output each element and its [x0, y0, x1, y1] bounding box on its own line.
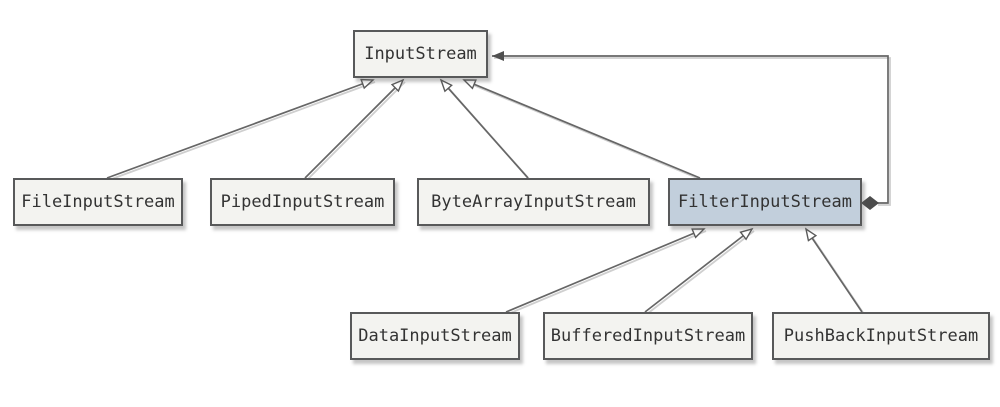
class-node-datainputstream: DataInputStream: [350, 312, 520, 360]
class-node-fileinputstream: FileInputStream: [13, 178, 183, 226]
class-node-bufferedinputstream: BufferedInputStream: [543, 312, 753, 360]
class-label: BufferedInputStream: [550, 326, 746, 346]
class-label: ByteArrayInputStream: [431, 192, 636, 212]
edge-bufferedinputstream-filterinputstream: [644, 229, 752, 313]
class-label: FileInputStream: [21, 192, 175, 212]
edge-pipedinputstream-inputstream: [304, 80, 403, 179]
edge-aggregation-filterinputstream-inputstream: [492, 51, 889, 204]
edges: [106, 51, 889, 313]
edge-fileinputstream-inputstream: [106, 80, 373, 179]
class-node-pipedinputstream: PipedInputStream: [210, 178, 395, 226]
class-label: FilterInputStream: [678, 192, 852, 212]
class-label: PushBackInputStream: [783, 326, 979, 346]
edge-pushbackinputstream-filterinputstream: [806, 229, 863, 313]
class-node-pushbackinputstream: PushBackInputStream: [772, 312, 990, 360]
edge-datainputstream-filterinputstream: [505, 228, 704, 313]
class-label: PipedInputStream: [220, 192, 385, 212]
class-label: InputStream: [364, 44, 477, 64]
edge-filterinputstream-inputstream: [464, 79, 701, 179]
aggregation-diamond-icon: [861, 196, 879, 210]
class-node-filterinputstream: FilterInputStream: [668, 178, 862, 226]
class-label: DataInputStream: [358, 326, 512, 346]
class-node-bytearrayinputstream: ByteArrayInputStream: [417, 178, 650, 226]
class-node-inputstream: InputStream: [353, 30, 488, 78]
edge-bytearrayinputstream-inputstream: [441, 80, 529, 179]
